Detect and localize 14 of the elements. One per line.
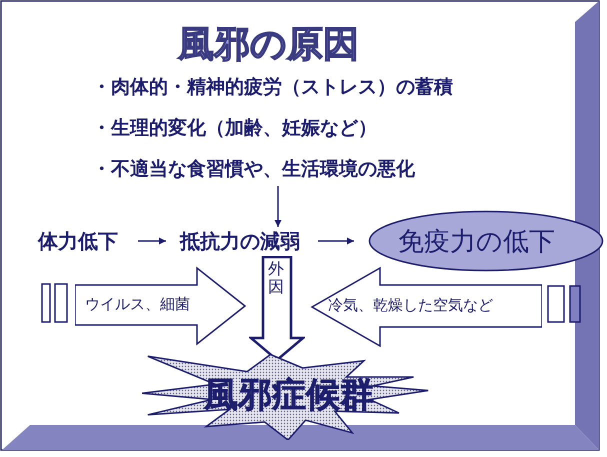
title: 風邪の原因 — [178, 23, 359, 67]
arrow — [274, 186, 282, 227]
flow-text: 抵抗力の減弱 — [180, 227, 304, 255]
flow-text: 体力低下 — [38, 227, 124, 255]
vertical-label: 外因 — [268, 260, 284, 296]
starburst-label: 風邪症候群 — [204, 374, 374, 417]
bullet-text: ・不適当な食習慣や、生活環境の悪化 — [92, 157, 415, 182]
arrow-label: ウイルス、細菌 — [85, 295, 190, 314]
arrow-label: 冷気、乾燥した空気など — [328, 296, 493, 315]
arrow — [138, 238, 166, 244]
arrow — [318, 238, 354, 244]
bullet-text: ・生理的変化（加齢、妊娠など） — [92, 116, 377, 141]
ellipse-label: 免疫力の低下 — [398, 226, 555, 259]
bullet-text: ・肉体的・精神的疲労（ストレス）の蓄積 — [92, 75, 453, 100]
